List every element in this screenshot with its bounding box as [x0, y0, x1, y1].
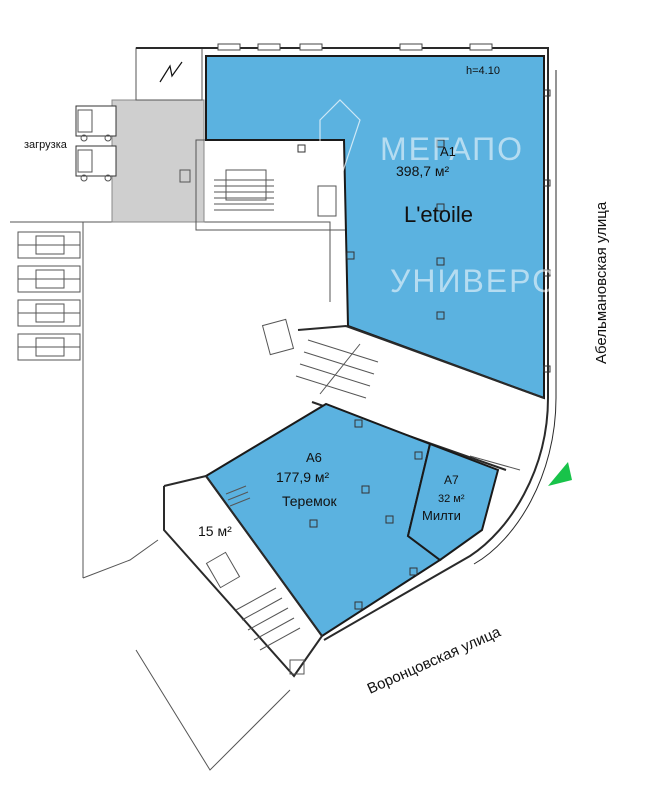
- street-label-south: Воронцовская улица: [365, 623, 504, 697]
- unit-a7-area-label: 32 м²: [438, 493, 465, 505]
- unit-a6-label: A6 177,9 м² Теремок: [276, 450, 338, 509]
- car-icon: [17, 299, 81, 327]
- unit-a1-area-label: 398,7 м²: [396, 163, 450, 179]
- unit-a6-id: A6: [306, 450, 322, 465]
- watermark: МЕГАПО УНИВЕРС: [319, 99, 557, 299]
- unit-a1-id: A1: [440, 144, 456, 159]
- truck-icon: [75, 145, 117, 182]
- stair-core: [179, 139, 347, 231]
- unit-a7-area[interactable]: [406, 442, 500, 562]
- loading-label: загрузка: [24, 139, 68, 151]
- unit-a7-id: A7: [444, 473, 459, 487]
- curved-facade: [323, 70, 557, 641]
- building-walls: [136, 43, 549, 70]
- truck-icon: [75, 105, 117, 142]
- unit-a7-label: A7 32 м² Милти: [422, 473, 465, 523]
- unit-a1-label: h=4.10 A1 398,7 м² L'etoile: [396, 65, 500, 227]
- watermark-line-1: МЕГАПО: [380, 131, 524, 167]
- unit-a6-area-label: 177,9 м²: [276, 469, 330, 485]
- parking-spaces: [17, 231, 81, 361]
- watermark-line-2: УНИВЕРС: [390, 263, 557, 299]
- unit-a6-area[interactable]: [204, 402, 442, 638]
- small-room-area-label: 15 м²: [198, 523, 232, 539]
- loading-zone: загрузка: [24, 47, 205, 223]
- street-label-east: Абельмановская улица: [593, 201, 610, 364]
- car-icon: [17, 333, 81, 361]
- entrance-marker-icon: [548, 462, 572, 486]
- unit-a7-tenant: Милти: [422, 508, 461, 523]
- north-arrow-icon: [159, 61, 183, 83]
- car-icon: [17, 231, 81, 259]
- unit-a6-tenant: Теремок: [282, 493, 338, 509]
- service-block: 15 м²: [163, 474, 324, 678]
- unit-a1-tenant: L'etoile: [404, 202, 473, 227]
- car-icon: [17, 265, 81, 293]
- columns: [297, 89, 551, 610]
- unit-a1-area[interactable]: [205, 55, 545, 400]
- ceiling-height-label: h=4.10: [466, 65, 500, 77]
